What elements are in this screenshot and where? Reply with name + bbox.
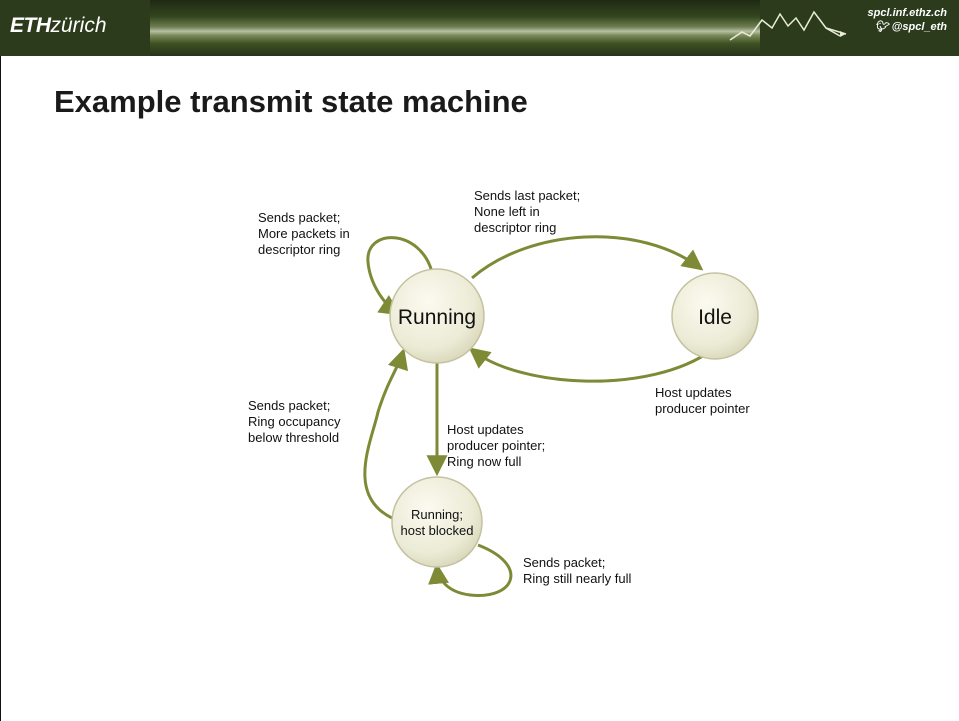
arrow-running-to-idle [471,235,704,280]
site-url[interactable]: spcl.inf.ethz.ch [867,7,947,19]
spcl-mountain-logo [729,10,847,41]
label-running-self-loop: Sends packet; More packets in descriptor… [258,210,350,257]
state-running-host-blocked: Running; host blocked [391,476,483,568]
arrow-idle-to-running [468,347,713,383]
header-bar: ETHzürich spcl.inf.ethz.ch 🐦︎ @spcl_eth [0,0,959,56]
state-blocked-label-line2: host blocked [401,523,474,538]
mountain-banner-image [150,0,760,56]
state-blocked-label-line1: Running; [411,507,463,522]
eth-zurich-logo: ETHzürich [10,14,107,37]
state-running-label: Running [398,306,476,329]
header-links: spcl.inf.ethz.ch 🐦︎ @spcl_eth [868,6,947,34]
label-blocked-self-loop: Sends packet; Ring still nearly full [523,555,632,586]
arrow-running-self-loop [366,236,434,316]
twitter-handle[interactable]: 🐦︎ @spcl_eth [874,21,947,33]
label-running-to-idle: Sends last packet; None left in descript… [474,188,581,235]
slide-title: Example transmit state machine [54,84,528,119]
arrow-blocked-self-loop [428,543,513,597]
state-running: Running [389,268,485,364]
state-idle-label: Idle [698,306,732,329]
twitter-icon: 🐦︎ [874,21,889,33]
arrow-blocked-to-running [363,347,409,520]
label-running-to-blocked: Host updates producer pointer; Ring now … [447,422,546,469]
label-idle-to-running: Host updates producer pointer [655,385,750,416]
state-idle: Idle [671,272,759,360]
label-blocked-to-running: Sends packet; Ring occupancy below thres… [248,398,341,445]
